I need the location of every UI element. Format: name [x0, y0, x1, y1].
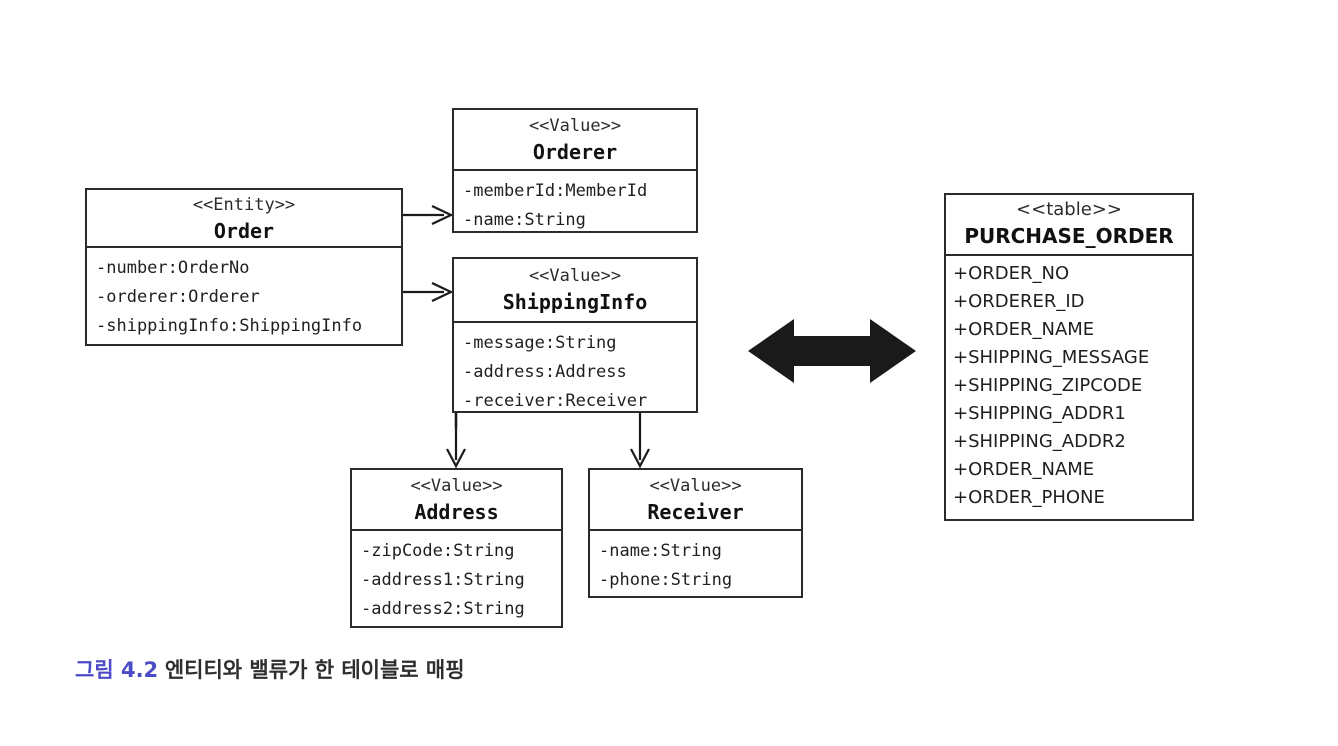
uml-attribute: -name:String — [599, 541, 722, 561]
uml-class-address[interactable]: <<Value>> Address -zipCode:String -addre… — [350, 468, 563, 628]
uml-class-receiver-attributes: -name:String -phone:String — [590, 531, 801, 601]
table-column: +SHIPPING_ADDR1 — [953, 403, 1126, 424]
uml-attribute: -phone:String — [599, 570, 733, 590]
uml-attribute: -address1:String — [361, 570, 525, 590]
uml-class-receiver[interactable]: <<Value>> Receiver -name:String -phone:S… — [588, 468, 803, 598]
uml-table-purchase-order-stereotype: <<table>> — [1016, 199, 1122, 220]
uml-attribute: -receiver:Receiver — [463, 391, 648, 411]
uml-class-shippinginfo-header: <<Value>> ShippingInfo — [454, 259, 696, 323]
uml-attribute: -address2:String — [361, 599, 525, 619]
figure-caption: 그림 4.2 엔티티와 밸류가 한 테이블로 매핑 — [75, 655, 465, 685]
table-column: +SHIPPING_MESSAGE — [953, 347, 1150, 368]
table-column: +ORDER_NO — [953, 263, 1070, 284]
uml-attribute: -zipCode:String — [361, 541, 515, 561]
uml-class-address-name: Address — [414, 500, 499, 524]
uml-class-shippinginfo-stereotype: <<Value>> — [528, 266, 622, 286]
figure-caption-text: 엔티티와 밸류가 한 테이블로 매핑 — [164, 658, 465, 682]
uml-class-orderer-stereotype: <<Value>> — [528, 116, 622, 136]
uml-table-purchase-order[interactable]: <<table>> PURCHASE_ORDER +ORDER_NO +ORDE… — [944, 193, 1194, 521]
connector-order-to-shippinginfo — [403, 282, 454, 302]
uml-class-shippinginfo-name: ShippingInfo — [502, 290, 648, 314]
uml-attribute: -orderer:Orderer — [96, 287, 260, 307]
uml-class-order-attributes: -number:OrderNo -orderer:Orderer -shippi… — [87, 248, 401, 347]
table-column: +ORDER_NAME — [953, 459, 1095, 480]
uml-class-order-name: Order — [213, 219, 275, 243]
uml-class-address-stereotype: <<Value>> — [410, 476, 503, 496]
uml-class-receiver-name: Receiver — [647, 500, 744, 524]
uml-class-address-header: <<Value>> Address — [352, 470, 561, 531]
uml-attribute: -message:String — [463, 333, 617, 353]
uml-table-purchase-order-columns: +ORDER_NO +ORDERER_ID +ORDER_NAME +SHIPP… — [946, 256, 1192, 519]
table-column: +SHIPPING_ZIPCODE — [953, 375, 1143, 396]
uml-attribute: -number:OrderNo — [96, 258, 250, 278]
uml-class-shippinginfo[interactable]: <<Value>> ShippingInfo -message:String -… — [452, 257, 698, 413]
connector-order-to-orderer — [403, 205, 454, 225]
uml-attribute: -name:String — [463, 210, 586, 230]
uml-class-address-attributes: -zipCode:String -address1:String -addres… — [352, 531, 561, 630]
uml-attribute: -memberId:MemberId — [463, 181, 648, 201]
uml-class-orderer-header: <<Value>> Orderer — [454, 110, 696, 171]
double-arrow-icon — [748, 319, 916, 383]
uml-class-orderer-attributes: -memberId:MemberId -name:String — [454, 171, 696, 241]
uml-class-orderer-name: Orderer — [532, 140, 618, 164]
uml-class-order-header: <<Entity>> Order — [87, 190, 401, 248]
uml-attribute: -address:Address — [463, 362, 627, 382]
uml-class-order[interactable]: <<Entity>> Order -number:OrderNo -ordere… — [85, 188, 403, 346]
uml-class-receiver-stereotype: <<Value>> — [649, 476, 742, 496]
figure-caption-label: 그림 4.2 — [75, 658, 159, 682]
table-column: +ORDERER_ID — [953, 291, 1085, 312]
uml-class-orderer[interactable]: <<Value>> Orderer -memberId:MemberId -na… — [452, 108, 698, 233]
table-column: +ORDER_PHONE — [953, 487, 1105, 508]
table-column: +ORDER_NAME — [953, 319, 1095, 340]
uml-class-receiver-header: <<Value>> Receiver — [590, 470, 801, 531]
uml-table-purchase-order-header: <<table>> PURCHASE_ORDER — [946, 195, 1192, 256]
uml-table-purchase-order-name: PURCHASE_ORDER — [964, 224, 1174, 248]
uml-class-shippinginfo-attributes: -message:String -address:Address -receiv… — [454, 323, 696, 422]
uml-attribute: -shippingInfo:ShippingInfo — [96, 316, 363, 336]
table-column: +SHIPPING_ADDR2 — [953, 431, 1126, 452]
uml-class-order-stereotype: <<Entity>> — [192, 195, 296, 215]
